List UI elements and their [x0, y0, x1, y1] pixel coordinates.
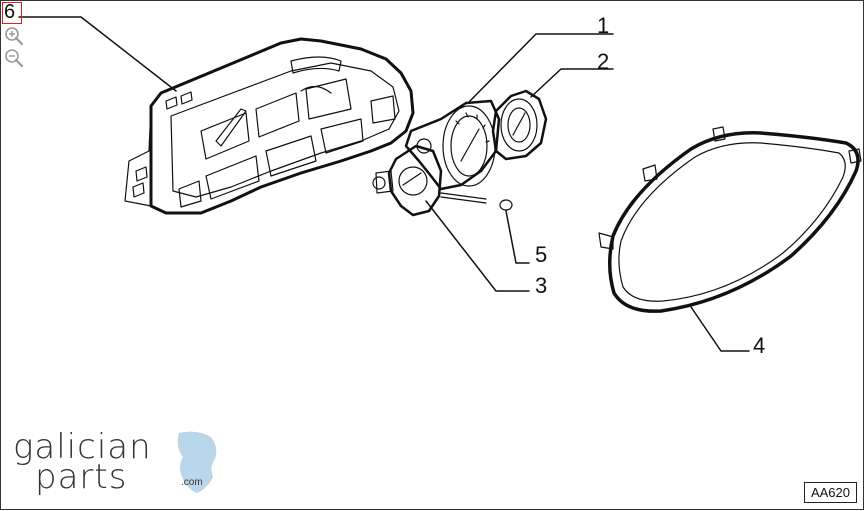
callout-6-hotspot[interactable]: 6	[2, 2, 22, 24]
callout-1: 1	[597, 13, 610, 38]
part-3-gauge-plate	[372, 144, 487, 217]
zoom-controls	[3, 25, 27, 69]
galicianparts-logo: galician parts .com	[13, 427, 223, 499]
logo-line-1: galician	[13, 427, 152, 467]
callout-2: 2	[597, 49, 610, 74]
part-5-bulb	[499, 199, 513, 211]
leader-6	[18, 16, 177, 92]
leader-1	[467, 33, 614, 104]
logo-suffix: .com	[181, 477, 203, 488]
leader-5	[505, 210, 530, 264]
reference-code: AA620	[803, 482, 857, 503]
part-1-main-dial	[404, 99, 501, 191]
leader-2	[530, 68, 614, 98]
callout-3: 3	[535, 273, 548, 298]
callout-5: 5	[535, 242, 548, 267]
callout-6: 6	[4, 1, 16, 23]
zoom-out-icon[interactable]	[3, 47, 25, 69]
zoom-in-icon[interactable]	[3, 25, 25, 47]
leader-4	[690, 306, 750, 352]
leader-3	[425, 200, 530, 292]
callout-4: 4	[753, 333, 766, 358]
part-2-tach-dial	[491, 89, 548, 161]
logo-line-2: parts	[35, 457, 128, 497]
logo-map-shape	[177, 431, 217, 493]
part-4-lens-cover	[598, 126, 862, 313]
leader-lines	[18, 16, 750, 352]
part-6-housing	[124, 37, 415, 215]
